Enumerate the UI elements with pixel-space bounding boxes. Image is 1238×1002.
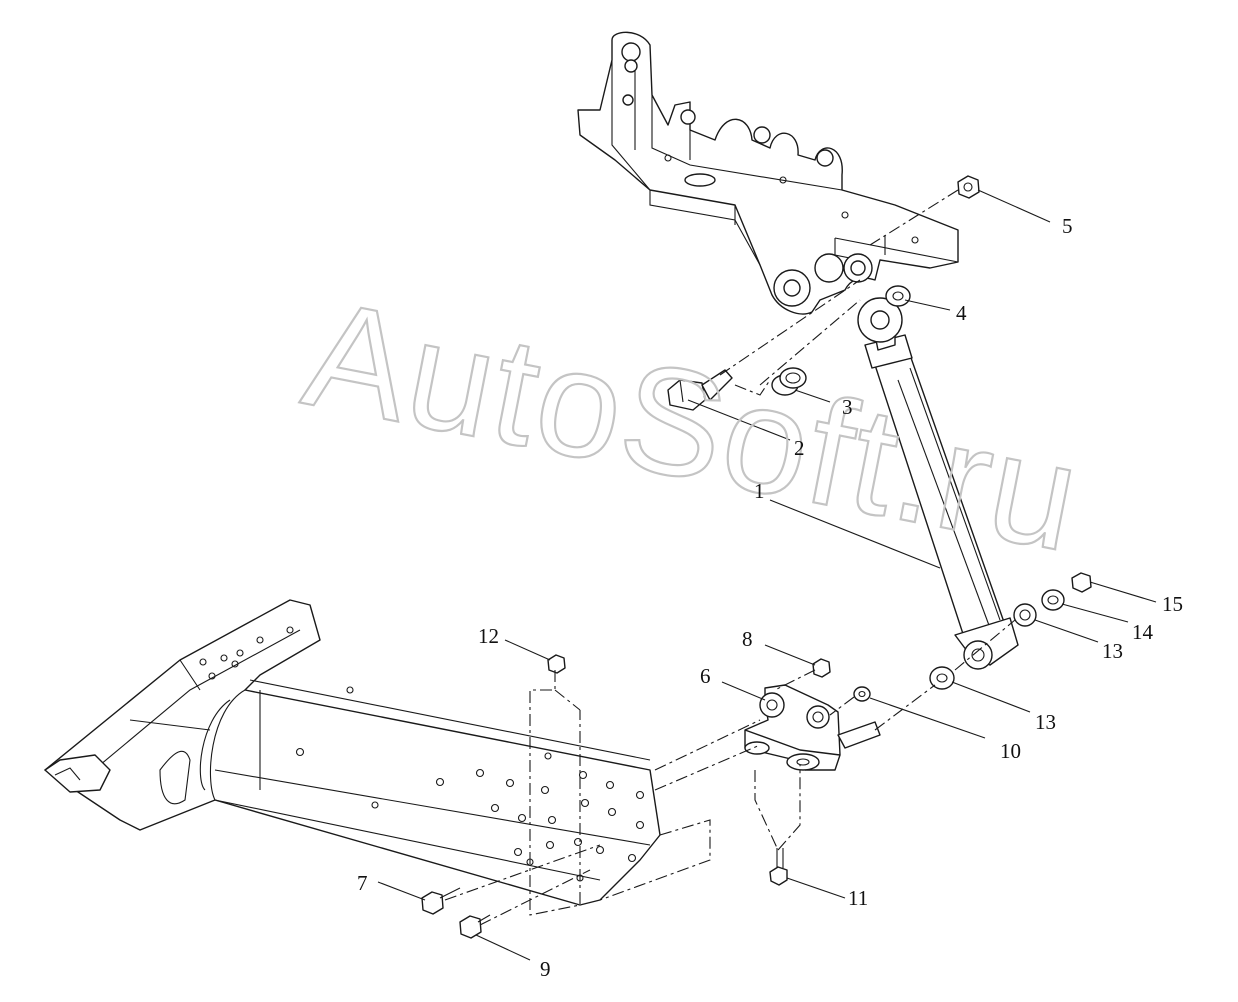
- callout-7: 7: [357, 871, 368, 895]
- upper-cab-bracket: [577, 31, 959, 315]
- callout-9: 9: [540, 957, 551, 981]
- washer-4: [885, 285, 911, 307]
- bolt-7: [421, 887, 461, 915]
- frame-rail: [44, 599, 661, 906]
- callout-10: 10: [1000, 739, 1021, 763]
- callout-2: 2: [794, 436, 805, 460]
- bolt-9: [459, 914, 491, 939]
- nut-5: [957, 175, 980, 199]
- callout-15: 15: [1162, 592, 1183, 616]
- callout-3: 3: [842, 395, 853, 419]
- mount-bracket-6: [744, 684, 881, 771]
- callout-4: 4: [956, 301, 967, 325]
- washer-14: [1041, 589, 1065, 611]
- callout-13a: 13: [1035, 710, 1056, 734]
- callout-8: 8: [742, 627, 753, 651]
- callout-13b: 13: [1102, 639, 1123, 663]
- callout-11: 11: [848, 886, 868, 910]
- leader-lines: [377, 189, 1157, 961]
- nut-8: [812, 658, 831, 678]
- nut-12: [547, 654, 566, 674]
- callout-14: 14: [1132, 620, 1154, 644]
- washer-13a: [929, 666, 955, 690]
- callout-labels: 1 2 3 4 5 6 7 8 9 10 11 12 13 13 14 15: [357, 214, 1183, 981]
- bushing-3: [771, 367, 807, 396]
- watermark: AutoSoft.ru: [293, 268, 1094, 584]
- washer-10: [853, 686, 871, 702]
- washer-13b: [1013, 603, 1037, 627]
- callout-5: 5: [1062, 214, 1073, 238]
- shock-absorber: [857, 297, 1019, 670]
- nut-15: [1071, 572, 1092, 593]
- callout-1: 1: [754, 479, 765, 503]
- callout-12: 12: [478, 624, 499, 648]
- bolt-11: [769, 848, 788, 886]
- callout-6: 6: [700, 664, 711, 688]
- assembly-lines: [444, 189, 1016, 926]
